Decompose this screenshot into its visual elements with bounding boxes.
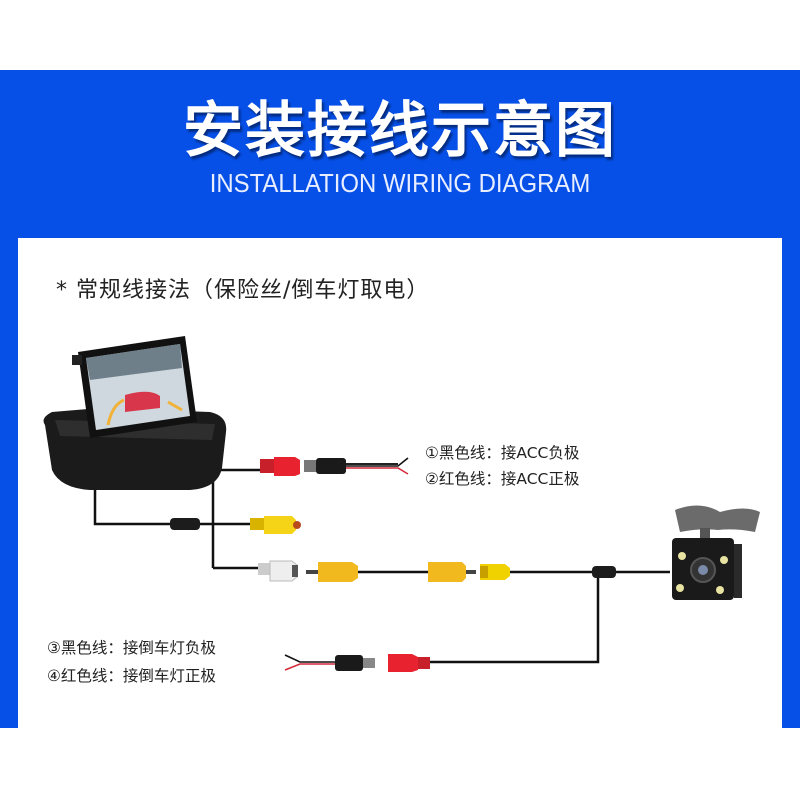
rca-white-female (258, 560, 298, 582)
dc-power-male-black (304, 458, 346, 474)
label-reverse-negative: ③黑色线：接倒车灯负极 (47, 639, 216, 657)
label-acc-positive: ②红色线：接ACC正极 (425, 470, 580, 488)
rear-camera-icon (672, 505, 760, 600)
dc-power-male-black-reverse (335, 655, 375, 671)
section-subtitle: * 常规线接法（保险丝/倒车灯取电） (56, 278, 430, 303)
rca-yellow-female (250, 516, 301, 534)
label-reverse-positive: ④红色线：接倒车灯正极 (47, 667, 216, 685)
monitor-cable-connector (170, 518, 200, 530)
acc-wire-ends (345, 457, 409, 475)
monitor-icon (43, 336, 227, 490)
page-title: 安装接线示意图 (183, 96, 617, 166)
reverse-wire-ends (284, 654, 335, 671)
rca-yellow-extension-male (306, 562, 358, 582)
dc-power-female-red (260, 457, 300, 476)
wires (93, 463, 670, 664)
page-title-english: INSTALLATION WIRING DIAGRAM (209, 168, 591, 198)
dc-power-female-red-reverse (388, 654, 430, 672)
label-acc-negative: ①黑色线：接ACC负极 (425, 444, 580, 462)
camera-cable-connector (592, 566, 616, 578)
rca-yellow-camera (480, 564, 510, 580)
rca-yellow-extension-female (428, 562, 476, 582)
